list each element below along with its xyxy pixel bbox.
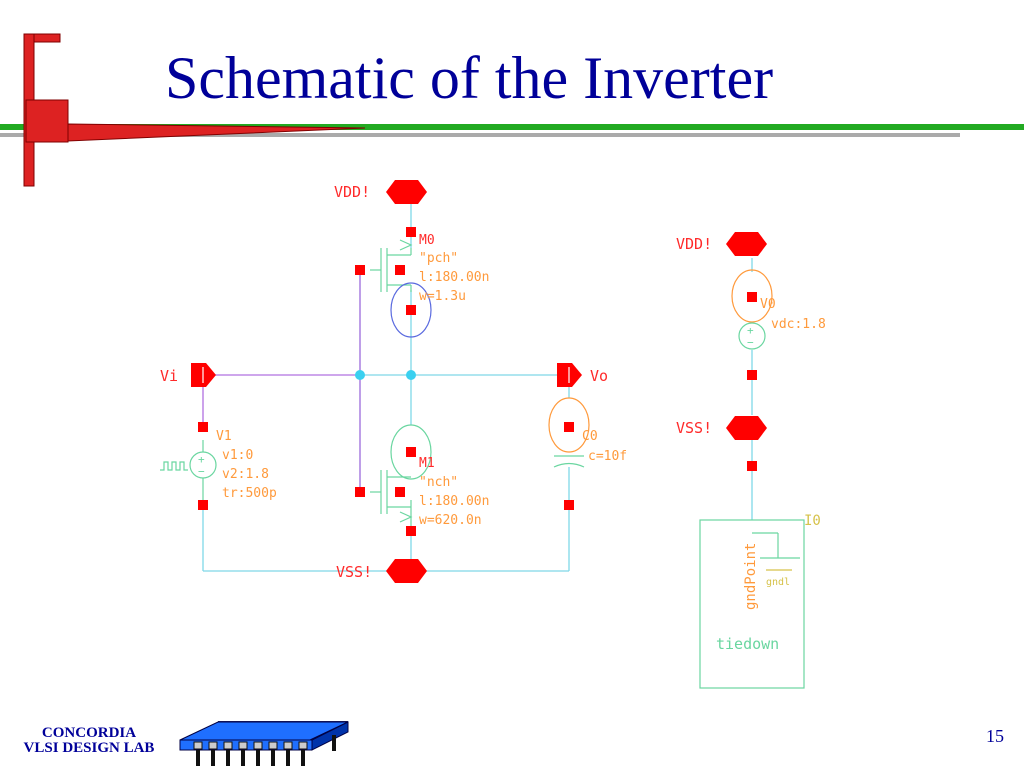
org-line-1: CONCORDIA [41,725,137,741]
pulse-source-plus: + [198,453,205,466]
tiedown-pin: gndPoint [743,543,759,610]
vdd-side-pin [726,232,767,256]
output-junction [406,370,416,380]
vdd-side-label: VDD! [676,235,712,253]
org-line-2: VLSI DESIGN LAB [23,740,155,756]
pulse-source-name: V1 [216,429,232,444]
nmos-name: M1 [419,456,435,471]
dc-source-plus: + [747,324,754,337]
vss-main-pin [386,559,427,583]
nmos-transistor [370,424,432,530]
pmos-transistor [370,239,432,338]
vss-side-label: VSS! [676,419,712,437]
pulse-source-minus: − [198,465,205,478]
vss-side-pin [726,416,767,440]
net-pins [191,180,767,583]
footer-organization: CONCORDIA VLSI DESIGN LAB [0,726,178,756]
chip-logo [179,721,349,766]
dc-source [731,269,773,350]
vdd-main-label: VDD! [334,183,370,201]
tiedown-block [699,519,805,689]
input-wires [202,270,361,492]
page-number: 15 [986,726,1004,746]
nmos-length: l:180.00n [419,494,489,509]
pmos-model: "pch" [419,251,458,266]
dc-source-name: V0 [760,297,776,312]
tiedown-cell: tiedown [716,635,779,653]
slide-title: Schematic of the Inverter [165,45,774,111]
dc-source-minus: − [747,336,754,349]
input-label: Vi [160,367,178,385]
pmos-name: M0 [419,233,435,248]
pulse-source-tr: tr:500p [222,486,277,501]
vss-main-label: VSS! [336,563,372,581]
nmos-model: "nch" [419,475,458,490]
pmos-length: l:180.00n [419,270,489,285]
capacitor-name: C0 [582,429,598,444]
pulse-source [160,440,217,500]
title-ornament [0,33,1024,187]
vdd-main-pin [386,180,427,204]
dc-source-value: vdc:1.8 [771,317,826,332]
capacitor-value: c=10f [588,449,627,464]
connection-dots [355,370,416,380]
terminal-pins [198,227,757,536]
pulse-source-v1: v1:0 [222,448,253,463]
pmos-width: w=1.3u [419,289,466,304]
capacitor [548,397,590,468]
tiedown-instance: I0 [804,513,821,529]
pulse-source-v2: v2:1.8 [222,467,269,482]
output-label: Vo [590,367,608,385]
tiedown-net: gndl [766,577,790,588]
nmos-width: w=620.0n [419,513,482,528]
input-junction [355,370,365,380]
